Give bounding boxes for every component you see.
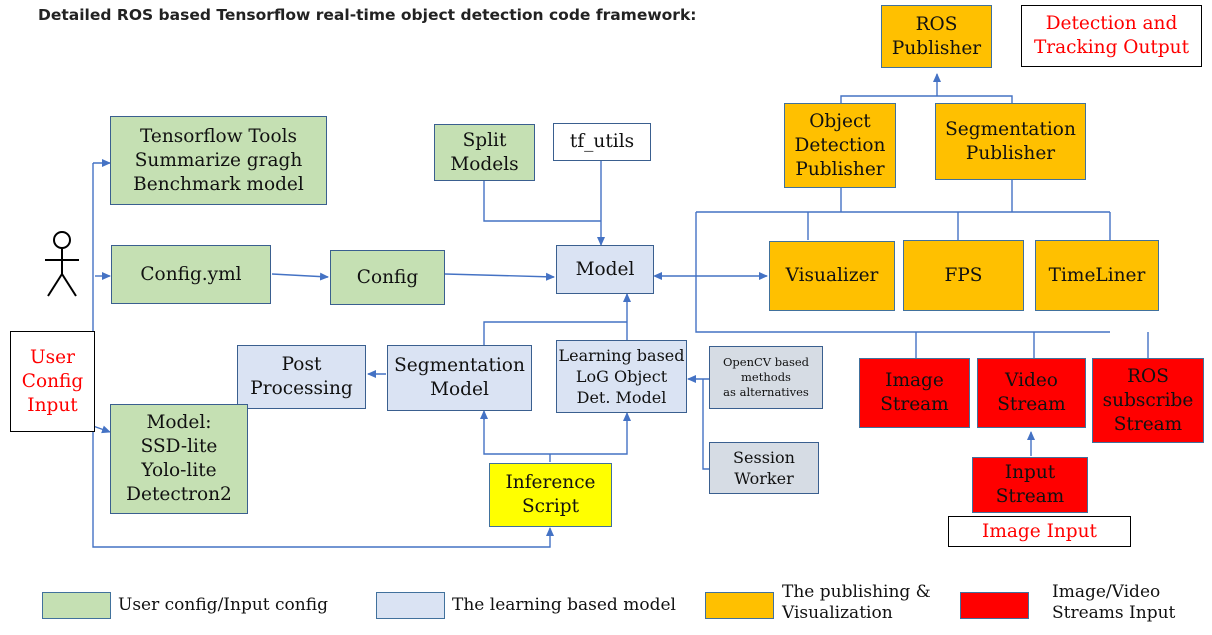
link-publishers-bus bbox=[695, 180, 1111, 333]
link-config-model bbox=[444, 272, 555, 281]
tensorflow-tools-box: Tensorflow Tools Summarize gragh Benchma… bbox=[110, 116, 327, 205]
link-seg-model-up bbox=[483, 321, 627, 345]
link-bracket-modellist bbox=[92, 425, 111, 434]
diagram-title: Detailed ROS based Tensorflow real-time … bbox=[38, 6, 697, 24]
legend-label-user-config: User config/Input config bbox=[118, 595, 328, 615]
object-detection-publisher-box: Object Detection Publisher bbox=[784, 103, 896, 188]
config-box: Config bbox=[330, 250, 445, 305]
segmentation-model-box: Segmentation Model bbox=[387, 345, 532, 411]
post-processing-box: Post Processing bbox=[237, 345, 366, 409]
legend-swatch-streams bbox=[960, 592, 1029, 619]
link-configyml-config bbox=[271, 272, 329, 281]
ros-subscribe-stream-box: ROS subscribe Stream bbox=[1092, 358, 1204, 443]
legend-swatch-learning-model bbox=[376, 592, 445, 619]
segmentation-publisher-box: Segmentation Publisher bbox=[935, 103, 1086, 180]
visualizer-box: Visualizer bbox=[769, 241, 895, 311]
legend-label-learning-model: The learning based model bbox=[452, 595, 676, 615]
user-config-input-box: User Config Input bbox=[10, 331, 95, 432]
legend-label-streams: Image/Video Streams Input bbox=[1052, 582, 1176, 623]
image-input-box: Image Input bbox=[948, 516, 1131, 547]
detection-output-box: Detection and Tracking Output bbox=[1021, 5, 1202, 67]
link-worker-opencv bbox=[702, 379, 709, 470]
legend-swatch-publishing bbox=[705, 592, 774, 619]
config-yml-box: Config.yml bbox=[111, 245, 271, 304]
video-stream-box: Video Stream bbox=[977, 358, 1086, 428]
model-list-box: Model: SSD-lite Yolo-lite Detectron2 bbox=[110, 404, 248, 514]
timeliner-box: TimeLiner bbox=[1035, 240, 1159, 311]
ros-publisher-box: ROS Publisher bbox=[881, 5, 992, 68]
link-streams-bus bbox=[915, 332, 1149, 358]
tf-utils-box: tf_utils bbox=[553, 123, 651, 161]
legend-label-publishing: The publishing & Visualization bbox=[782, 582, 931, 623]
legend-swatch-user-config bbox=[42, 592, 111, 619]
image-stream-box: Image Stream bbox=[859, 358, 970, 428]
fps-box: FPS bbox=[903, 240, 1024, 311]
split-models-box: Split Models bbox=[434, 124, 535, 181]
session-worker-box: Session Worker bbox=[709, 442, 819, 494]
log-object-det-model-box: Learning based LoG Object Det. Model bbox=[556, 340, 687, 413]
inference-script-box: Inference Script bbox=[489, 463, 612, 527]
model-box: Model bbox=[556, 245, 654, 294]
opencv-methods-box: OpenCV based methods as alternatives bbox=[709, 346, 823, 409]
stick-figure-icon bbox=[45, 231, 79, 297]
link-inference-models bbox=[483, 413, 627, 462]
link-split-model bbox=[483, 181, 601, 222]
link-publishers-ros bbox=[840, 74, 1013, 103]
input-stream-box: Input Stream bbox=[972, 457, 1088, 513]
